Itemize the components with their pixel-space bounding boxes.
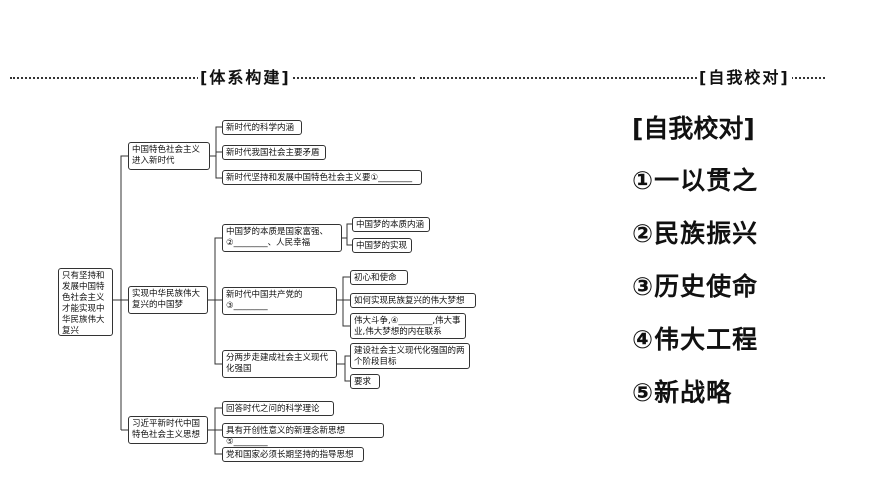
leaf-text: 初心和使命 [354, 273, 397, 283]
leaf-text: 新时代的科学内涵 [226, 123, 295, 133]
answer-item: ③历史使命 [632, 272, 759, 301]
root-node-text: 只有坚持和发展中国特色社会主义才能实现中华民族伟大复兴 [62, 271, 105, 336]
sub-node-dream-essence: 中国梦的本质是国家富强、②________、人民幸福 [222, 224, 342, 252]
leaf-text: 建设社会主义现代化强国的两个阶段目标 [354, 346, 465, 367]
leaf-text: 具有开创性意义的新理念新思想⑤________ [226, 426, 346, 447]
answer-item: ②民族振兴 [632, 219, 759, 248]
leaf-text: 党和国家必须长期坚持的指导思想 [226, 450, 354, 460]
leaf-node: 新时代我国社会主要矛盾 [222, 145, 326, 160]
leaf-node: 要求 [350, 374, 380, 389]
leaf-text: 新时代我国社会主要矛盾 [226, 148, 320, 158]
leaf-node: 建设社会主义现代化强国的两个阶段目标 [350, 343, 470, 369]
leaf-text: 新时代坚持和发展中国特色社会主义要①________ [226, 173, 413, 183]
leaf-node: 党和国家必须长期坚持的指导思想 [222, 447, 364, 462]
leaf-node: 如何实现民族复兴的伟大梦想 [350, 293, 476, 308]
leaf-text: 伟大斗争,④________,伟大事业,伟大梦想的内在联系 [354, 316, 461, 337]
branch-text: 中国特色社会主义进入新时代 [132, 145, 201, 166]
leaf-text: 要求 [354, 377, 372, 387]
right-section-header: [自我校对] [420, 66, 889, 90]
leaf-node: 具有开创性意义的新理念新思想⑤________ [222, 423, 384, 447]
right-header-label: [自我校对] [697, 66, 792, 90]
leaf-text: 中国梦的实现 [356, 241, 408, 251]
answer-item: ④伟大工程 [632, 325, 759, 354]
sub-node-text: 中国梦的本质是国家富强、②________、人民幸福 [226, 227, 329, 248]
answer-key: [自我校对] ①一以贯之 ②民族振兴 ③历史使命 ④伟大工程 ⑤新战略 [632, 112, 758, 429]
leaf-node: 回答时代之问的科学理论 [222, 401, 334, 416]
root-node: 只有坚持和发展中国特色社会主义才能实现中华民族伟大复兴 [58, 268, 113, 336]
leaf-node: 中国梦的实现 [352, 238, 412, 253]
leaf-text: 回答时代之问的科学理论 [226, 404, 320, 414]
header-dotted-rule [420, 77, 825, 79]
branch-text: 实现中华民族伟大复兴的中国梦 [132, 289, 201, 310]
sub-node-party-mission: 新时代中国共产党的③________ [222, 287, 337, 315]
left-section-header: [体系构建] [0, 66, 420, 90]
leaf-node: 新时代的科学内涵 [222, 120, 302, 135]
branch-node-chinese-dream: 实现中华民族伟大复兴的中国梦 [128, 286, 208, 314]
leaf-node: 中国梦的本质内涵 [352, 217, 430, 232]
answer-key-title: [自我校对] [632, 114, 755, 143]
leaf-node: 伟大斗争,④________,伟大事业,伟大梦想的内在联系 [350, 313, 466, 339]
leaf-node: 新时代坚持和发展中国特色社会主义要①________ [222, 170, 422, 185]
sub-node-text: 新时代中国共产党的③________ [226, 290, 303, 311]
branch-node-xi-thought: 习近平新时代中国特色社会主义思想 [128, 416, 208, 444]
sub-node-text: 分两步走建成社会主义现代化强国 [226, 353, 329, 374]
answer-item: ⑤新战略 [632, 378, 733, 407]
sub-node-two-steps: 分两步走建成社会主义现代化强国 [222, 350, 337, 378]
left-header-label: [体系构建] [198, 66, 293, 90]
leaf-text: 如何实现民族复兴的伟大梦想 [354, 296, 465, 306]
leaf-node: 初心和使命 [350, 270, 408, 285]
branch-node-new-era: 中国特色社会主义进入新时代 [128, 142, 210, 170]
branch-text: 习近平新时代中国特色社会主义思想 [132, 419, 201, 440]
answer-item: ①一以贯之 [632, 166, 759, 195]
leaf-text: 中国梦的本质内涵 [356, 220, 425, 230]
